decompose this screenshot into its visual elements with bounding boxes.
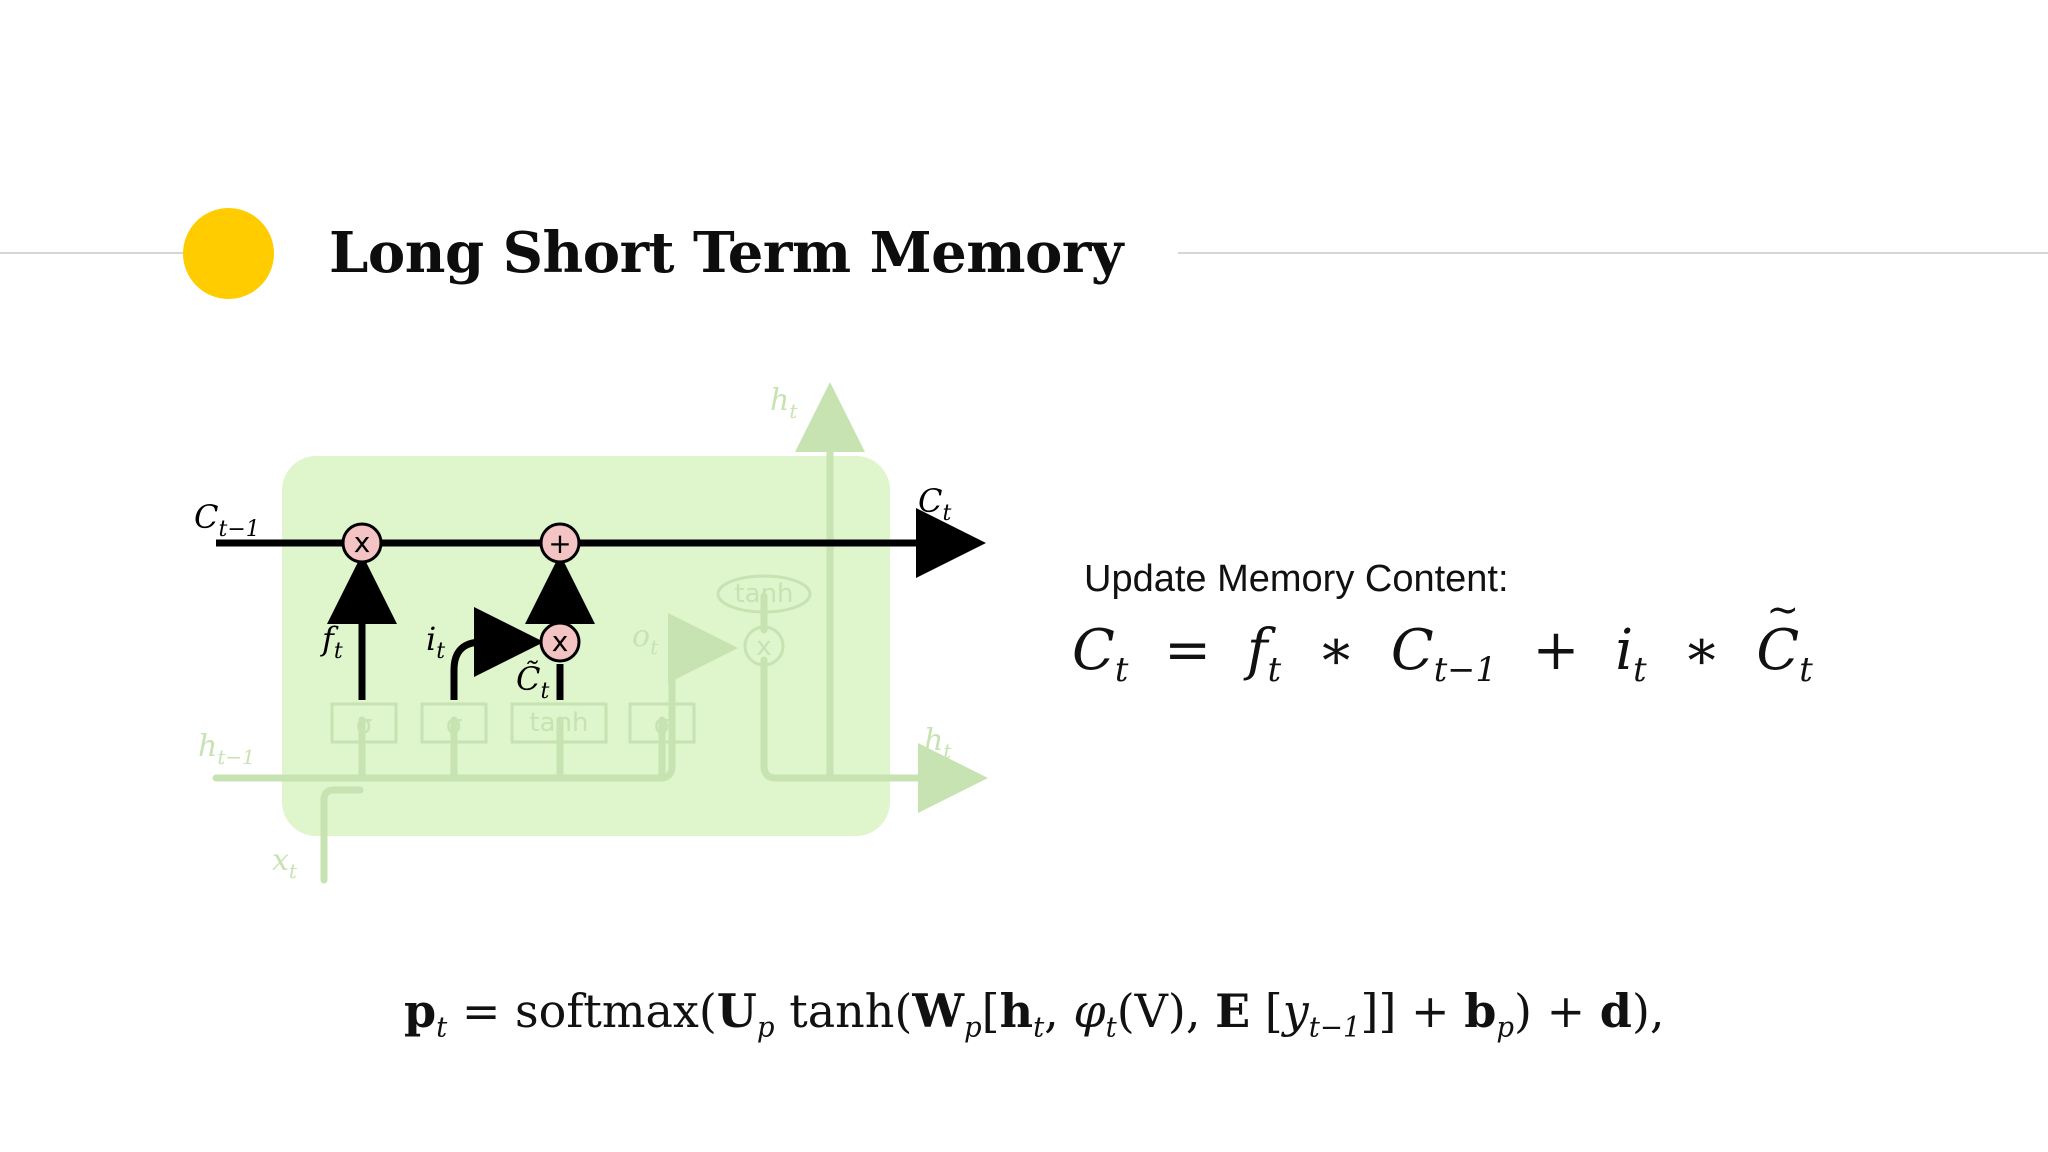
output-multiply-op bbox=[743, 625, 785, 667]
c-tilde-label: C̃t bbox=[516, 660, 549, 704]
tanh-layer bbox=[510, 702, 608, 744]
lstm-diagram: σ σ tanh σ tanh x ht ht−1 ht xt ot bbox=[160, 360, 1000, 900]
input-multiply-label: x bbox=[552, 625, 569, 658]
sigma-label-o: σ bbox=[654, 710, 670, 740]
update-memory-label: Update Memory Content: bbox=[1084, 558, 1509, 600]
x-input-line bbox=[320, 786, 364, 884]
input-multiply-op bbox=[539, 621, 581, 663]
title-rule-right bbox=[1178, 252, 2048, 254]
tanh-label: tanh bbox=[529, 708, 588, 738]
pointwise-tanh-label: tanh bbox=[734, 579, 793, 609]
c-prev-label: Ct−1 bbox=[194, 498, 260, 542]
title-accent-dot bbox=[183, 208, 274, 299]
forget-multiply-label: x bbox=[354, 526, 371, 559]
sigma-layer-o bbox=[628, 702, 696, 744]
input-gate-arrow bbox=[450, 607, 544, 700]
h-right-label: ht bbox=[924, 723, 952, 763]
forget-multiply-op bbox=[341, 522, 383, 564]
x-input-label: xt bbox=[272, 843, 298, 883]
output-multiply-label: x bbox=[756, 632, 771, 662]
cell-update-equation: Ct = ft ∗ Ct−1 + it ∗ Ct bbox=[1072, 588, 1813, 689]
h-top-label: ht bbox=[770, 383, 798, 423]
o-gate-label: ot bbox=[632, 619, 659, 659]
output-probability-formula: pt = softmax(Up tanh(Wp[ht, φt(V), E [yt… bbox=[404, 984, 1665, 1044]
title-rule-left bbox=[0, 252, 186, 254]
cell-add-op bbox=[539, 522, 581, 564]
sigma-layer-i bbox=[420, 702, 488, 744]
tanh-down-line bbox=[760, 656, 988, 813]
sigma-layer-f bbox=[330, 702, 398, 744]
sigma-label-f: σ bbox=[356, 710, 372, 740]
cell-add-label: + bbox=[548, 527, 571, 560]
sigma-label-i: σ bbox=[446, 710, 462, 740]
pointwise-tanh bbox=[716, 574, 812, 614]
slide-title: Long Short Term Memory bbox=[329, 220, 1123, 286]
h-prev-label: ht−1 bbox=[198, 729, 255, 769]
i-gate-label: it bbox=[426, 620, 445, 664]
c-out-label: Ct bbox=[918, 482, 951, 526]
